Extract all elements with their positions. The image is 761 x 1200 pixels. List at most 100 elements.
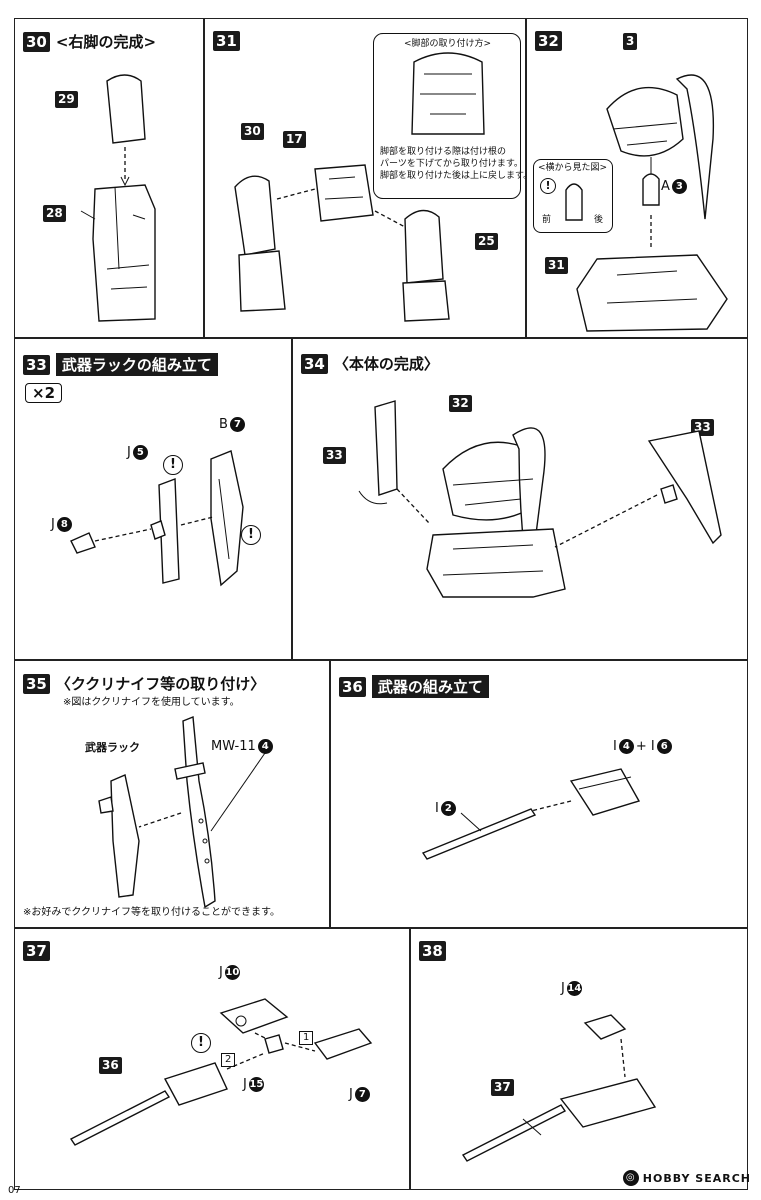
- part-label-a: A 3: [661, 179, 687, 194]
- runner-letter: J: [349, 1087, 353, 1102]
- runner-letter: J: [51, 517, 55, 532]
- step-title: 武器の組み立て: [371, 675, 489, 698]
- part-tag: 36: [99, 1057, 122, 1074]
- part-tag: 37: [491, 1079, 514, 1096]
- step-30-panel: 30 <右脚の完成> 29 28: [14, 18, 204, 338]
- side-view-callout: <横から見た図> ! 前 後: [533, 159, 613, 233]
- step-37-panel: 37 36 J 10 J 15 J 7 1 2 !: [14, 928, 410, 1190]
- part-tag: 25: [475, 233, 498, 250]
- runner-letter: I: [435, 801, 439, 816]
- part-tag: 3: [623, 33, 638, 50]
- step-title: 武器ラックの組み立て: [55, 353, 218, 376]
- caution-icon: !: [540, 178, 556, 194]
- step-number: 32: [535, 31, 562, 51]
- weapon-assembly-illustration: [421, 768, 641, 860]
- step-title: 〈本体の完成〉: [333, 355, 439, 373]
- step-number: 31: [213, 31, 240, 51]
- watermark-logo: ◎ HOBBY SEARCH: [622, 1170, 751, 1186]
- part-number: 4: [257, 739, 273, 754]
- part-number: 15: [248, 1077, 264, 1092]
- step-number: 35: [23, 673, 50, 694]
- step-31-panel: 31 <脚部の取り付け方> 脚部を取り付ける際は付け根の パーツを下げてから取り…: [204, 18, 526, 338]
- runner-letter: I: [613, 739, 617, 754]
- runner-letter: J: [219, 965, 223, 980]
- step-32-panel: 32 3 31 <横から見た図> ! 前 後 A 3: [526, 18, 748, 338]
- step-number: 34: [301, 353, 328, 374]
- step-33-panel: 33 武器ラックの組み立て ×2 B 7 J 5 J 8 ! !: [14, 338, 292, 660]
- part-number: 5: [132, 445, 148, 460]
- part-label-j5: J 5: [127, 445, 148, 460]
- head-attach-illustration: [576, 74, 728, 332]
- part-number: 3: [671, 179, 687, 194]
- body-complete-illustration: [358, 400, 722, 598]
- back-label: 後: [594, 215, 604, 225]
- callout-box: <脚部の取り付け方> 脚部を取り付ける際は付け根の パーツを下げてから取り付けま…: [373, 33, 525, 199]
- leg-attach-illustration: [234, 164, 450, 322]
- runner-letter: B: [219, 417, 228, 432]
- weapon-code: MW-11: [211, 739, 256, 754]
- watermark-text: HOBBY SEARCH: [642, 1171, 751, 1185]
- part-tag: 32: [449, 395, 472, 412]
- part-label-j10: J 10: [219, 965, 240, 980]
- callout-text: 脚部を取り付けた後は上に戻します。: [380, 171, 526, 181]
- runner-letter: J: [127, 445, 131, 460]
- part-number: 4: [618, 739, 634, 754]
- rack-label: 武器ラック: [85, 741, 140, 754]
- runner-letter: J: [561, 981, 565, 996]
- callout-text: 脚部を取り付ける際は付け根の: [380, 147, 507, 157]
- order-badge-2: 2: [221, 1053, 236, 1067]
- part-number: 7: [354, 1087, 370, 1102]
- caution-icon: !: [241, 525, 261, 545]
- part-number: 14: [566, 981, 582, 996]
- plus-runner: + I: [635, 739, 655, 754]
- part-tag: 33: [323, 447, 346, 464]
- callout-text: パーツを下げてから取り付けます。: [380, 159, 523, 169]
- part-tag: 17: [283, 131, 306, 148]
- step-38-panel: 38 37 J 14: [410, 928, 748, 1190]
- part-number: 2: [440, 801, 456, 816]
- knife-attach-illustration: [98, 716, 266, 909]
- step-number: 38: [419, 941, 446, 961]
- part-label-j8: J 8: [51, 517, 72, 532]
- step-title: 〈ククリナイフ等の取り付け〉: [55, 675, 266, 693]
- callout-title: <脚部の取り付け方>: [404, 39, 492, 49]
- step-number: 37: [23, 941, 50, 961]
- part-number: 7: [229, 417, 245, 432]
- part-label-i4-i6: I 4 + I 6: [613, 739, 672, 754]
- logo-icon: ◎: [622, 1170, 639, 1186]
- leg-illustration: [80, 74, 156, 322]
- part-label-i2: I 2: [435, 801, 456, 816]
- caution-icon: !: [163, 455, 183, 475]
- weapon-final-illustration: [461, 1014, 657, 1162]
- quantity-badge: ×2: [25, 383, 63, 403]
- part-tag: 30: [241, 123, 264, 140]
- part-label-j15: J 15: [243, 1077, 264, 1092]
- step-title: <右脚の完成>: [55, 33, 157, 51]
- caution-icon: !: [191, 1033, 211, 1053]
- part-number: 8: [56, 517, 72, 532]
- mw-label: MW-11 4: [211, 739, 273, 754]
- step-number: 30: [23, 31, 50, 52]
- part-label-b: B 7: [219, 417, 245, 432]
- step-number: 33: [23, 354, 50, 375]
- order-badge-1: 1: [299, 1031, 314, 1045]
- weapon-parts-illustration: [69, 998, 373, 1146]
- step-number: 36: [339, 676, 366, 697]
- part-tag: 31: [545, 257, 568, 274]
- part-tag: 29: [55, 91, 78, 108]
- page-number: 07: [8, 1185, 21, 1196]
- bottom-note: ※お好みでククリナイフ等を取り付けることができます。: [23, 907, 280, 918]
- step-34-panel: 34 〈本体の完成〉 32 33 33: [292, 338, 748, 660]
- step-36-panel: 36 武器の組み立て I 4 + I 6 I 2: [330, 660, 748, 928]
- runner-letter: A: [661, 179, 670, 194]
- step-35-panel: 35 〈ククリナイフ等の取り付け〉 ※図はククリナイフを使用しています。 武器ラ…: [14, 660, 330, 928]
- front-label: 前: [542, 215, 552, 225]
- callout-title: <横から見た図>: [538, 163, 608, 173]
- part-label-j14: J 14: [561, 981, 582, 996]
- step-30-header: 30 <右脚の完成>: [23, 31, 156, 52]
- runner-letter: J: [243, 1077, 247, 1092]
- sub-note: ※図はククリナイフを使用しています。: [63, 697, 240, 708]
- part-tag: 28: [43, 205, 66, 222]
- part-number: 10: [224, 965, 240, 980]
- part-number: 6: [656, 739, 672, 754]
